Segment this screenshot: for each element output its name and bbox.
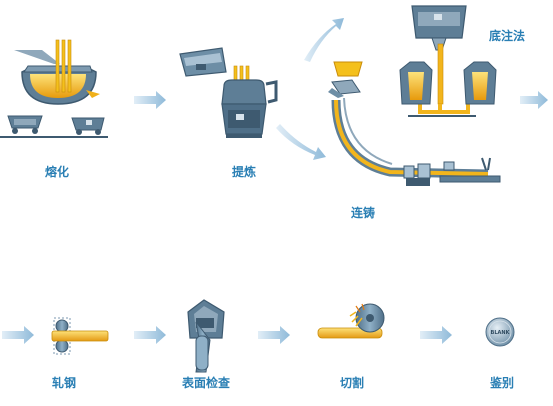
flow-arrow-5 (134, 326, 166, 344)
melting-furnace (14, 39, 100, 105)
inspection-unit (187, 299, 225, 373)
cutting-unit (317, 303, 385, 339)
flow-arrow-3 (520, 91, 548, 109)
flow-arrow-7 (420, 326, 452, 344)
scrap-cart-right (71, 117, 105, 135)
ingot-mold-left (399, 61, 433, 105)
bottom-pour-ladle (411, 5, 467, 105)
ingot-mold-right (463, 61, 497, 105)
coin-text: BLANK (491, 330, 511, 336)
flow-arrow-6 (258, 326, 290, 344)
label-bottom-pouring: 底注法 (488, 29, 526, 43)
tundish-ladle (328, 61, 363, 98)
refining-converter (221, 65, 278, 138)
label-cutting: 切割 (339, 376, 365, 390)
flow-arrow-4 (2, 326, 34, 344)
label-surface-inspection: 表面检查 (181, 376, 231, 390)
label-refining: 提炼 (231, 165, 257, 179)
coin-blank: BLANK (485, 317, 515, 347)
flow-arrow-2a (304, 18, 344, 62)
flow-arrow-2b (276, 124, 326, 160)
caster-strand (331, 97, 489, 179)
rolling-mill (51, 317, 109, 355)
caster-cutoff (403, 157, 501, 186)
label-melting: 熔化 (44, 165, 70, 179)
label-rolling: 轧钢 (51, 376, 77, 390)
flow-arrow-1 (134, 91, 166, 109)
scrap-cart-left (7, 115, 43, 134)
label-continuous-casting: 连铸 (350, 206, 376, 220)
label-identification: 鉴别 (489, 376, 515, 390)
ladle-top (179, 47, 227, 77)
